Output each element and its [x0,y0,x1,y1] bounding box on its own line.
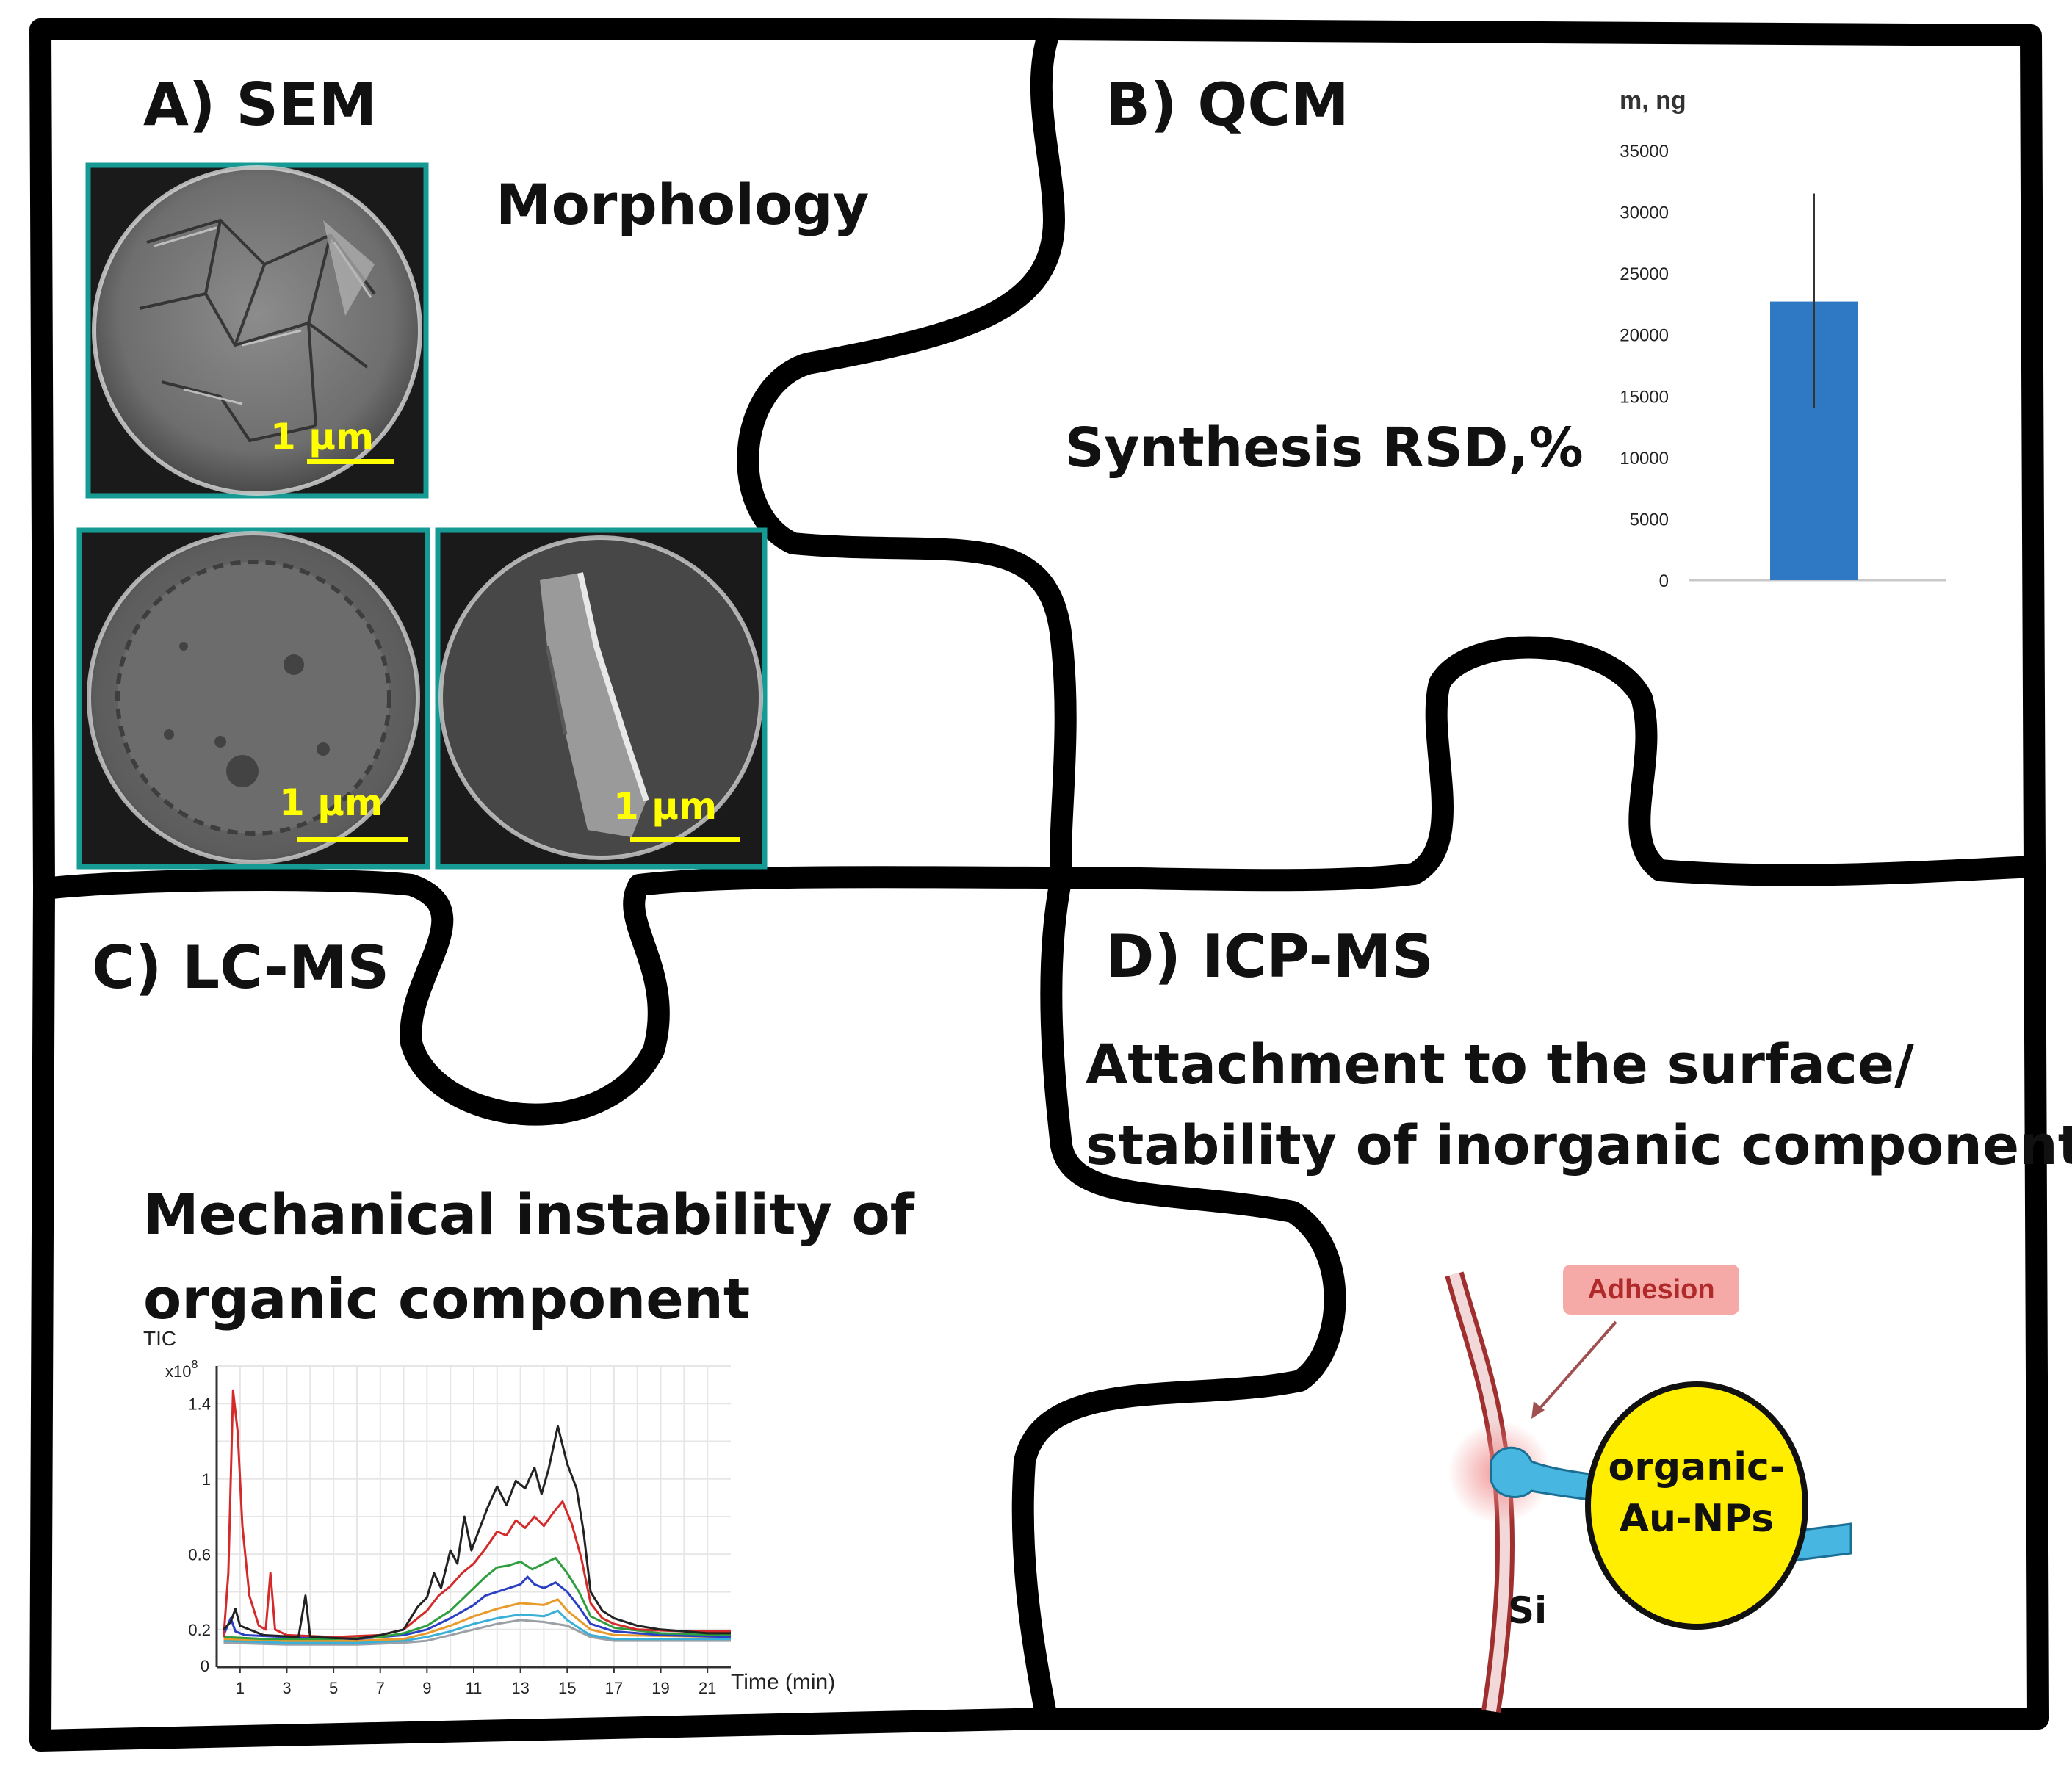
panel-c-caption-line2: organic component [143,1266,750,1331]
lcms-xtick-label: 9 [422,1679,431,1697]
lcms-y-ticks: 0.2 0.6 1 1.4 0 [188,1395,211,1675]
lcms-xtick-label: 1 [236,1679,245,1697]
qcm-ytick-label: 15000 [1620,387,1669,407]
qcm-ylabel: m, ng [1620,87,1686,115]
scale-label-2: 1 µm [279,781,383,824]
lcms-xtick-label: 5 [329,1679,338,1697]
qcm-y-ticks: 0 5000 10000 15000 20000 25000 30000 35000 [1620,142,1669,591]
adhesion-arrow [1534,1320,1617,1415]
adhesion-label-box [1563,1265,1739,1315]
lcms-xtick-label: 13 [511,1679,529,1697]
scale-bar-3 [630,837,740,842]
si-label: Si [1508,1589,1547,1632]
lcms-grid [217,1365,731,1667]
sem-image-1: 1 µm [85,162,429,499]
panel-d-caption-line2: stability of inorganic component [1086,1114,2072,1177]
qcm-ytick-label: 10000 [1620,449,1669,469]
scale-bar-1 [307,459,394,464]
sem-image-2: 1 µm [76,527,430,870]
lcms-yscale: x108 [165,1359,198,1381]
lcms-xtick-label: 11 [466,1679,483,1697]
qcm-ytick-label: 25000 [1620,264,1669,284]
qcm-ytick-label: 30000 [1620,203,1669,223]
panel-c-title: C) LC-MS [92,933,389,1002]
puzzle-outline [29,18,2049,1752]
outer-border [29,18,2049,1752]
scale-label-3: 1 µm [613,785,717,828]
panel-a-caption: Morphology [496,172,869,237]
lcms-series-line [223,1389,731,1638]
lcms-series [223,1389,732,1646]
panel-d-caption-line1: Attachment to the surface/ [1086,1033,1915,1096]
lcms-ytick-label: 0.2 [188,1621,211,1639]
lcms-series-line [223,1598,732,1642]
scale-label-1: 1 µm [270,416,374,458]
lcms-xtick-label: 19 [651,1679,669,1697]
particle-label-line2: Au-NPs [1620,1497,1775,1541]
adhesion-diagram: Si organic- Au-NPs Adhesion [1445,1265,1852,1713]
qcm-ytick-label: 5000 [1630,510,1669,530]
lcms-xtick-label: 21 [699,1679,716,1697]
lcms-xlabel: Time (min) [731,1670,835,1694]
lcms-ytick-label: 1.4 [188,1395,211,1413]
vertical-seam-top [737,18,1077,889]
particle-label-line1: organic- [1609,1445,1786,1489]
lcms-ytick-label: 0 [201,1657,209,1675]
panel-d-icpms: D) ICP-MS Attachment to the surface/ sta… [1086,922,2072,1713]
lcms-xtick-label: 17 [605,1679,623,1697]
lcms-xtick-label: 15 [558,1679,576,1697]
lcms-ytick-label: 1 [202,1470,211,1489]
sem-image-3: 1 µm [435,527,768,870]
qcm-ytick-label: 35000 [1620,142,1669,162]
adhesion-label: Adhesion [1587,1274,1714,1305]
lcms-series-line [223,1619,731,1646]
panel-a-title: A) SEM [143,71,377,139]
qcm-ytick-label: 0 [1659,571,1669,591]
panel-c-lcms: C) LC-MS Mechanical instability of organ… [92,933,915,1697]
lcms-ytick-label: 0.6 [188,1545,211,1564]
panel-d-title: D) ICP-MS [1105,922,1434,991]
panel-b-title: B) QCM [1105,71,1349,139]
lcms-series-line [223,1609,731,1644]
au-nanoparticle [1585,1381,1808,1630]
lcms-series-line [223,1425,731,1641]
lcms-ylabel: TIC [143,1327,176,1350]
panel-b-caption: Synthesis RSD,% [1065,416,1584,480]
horizontal-seam-right [1050,636,2046,892]
lcms-series-line [223,1556,732,1641]
vertical-seam-bottom [1011,867,1346,1730]
panel-a-sem: A) SEM Morphology 1 µm [76,71,869,870]
lcms-xtick-label: 7 [376,1679,385,1697]
horizontal-seam-left [33,866,1072,1126]
panel-b-qcm: B) QCM Synthesis RSD,% m, ng 0 5000 10000 1… [1065,71,1946,591]
lcms-xtick-label: 3 [282,1679,291,1697]
qcm-ytick-label: 20000 [1620,326,1669,346]
panel-c-caption-line1: Mechanical instability of [143,1182,915,1247]
scale-bar-2 [297,837,408,842]
qcm-bar-chart: m, ng 0 5000 10000 15000 20000 25000 30000 3500… [1620,87,1946,591]
